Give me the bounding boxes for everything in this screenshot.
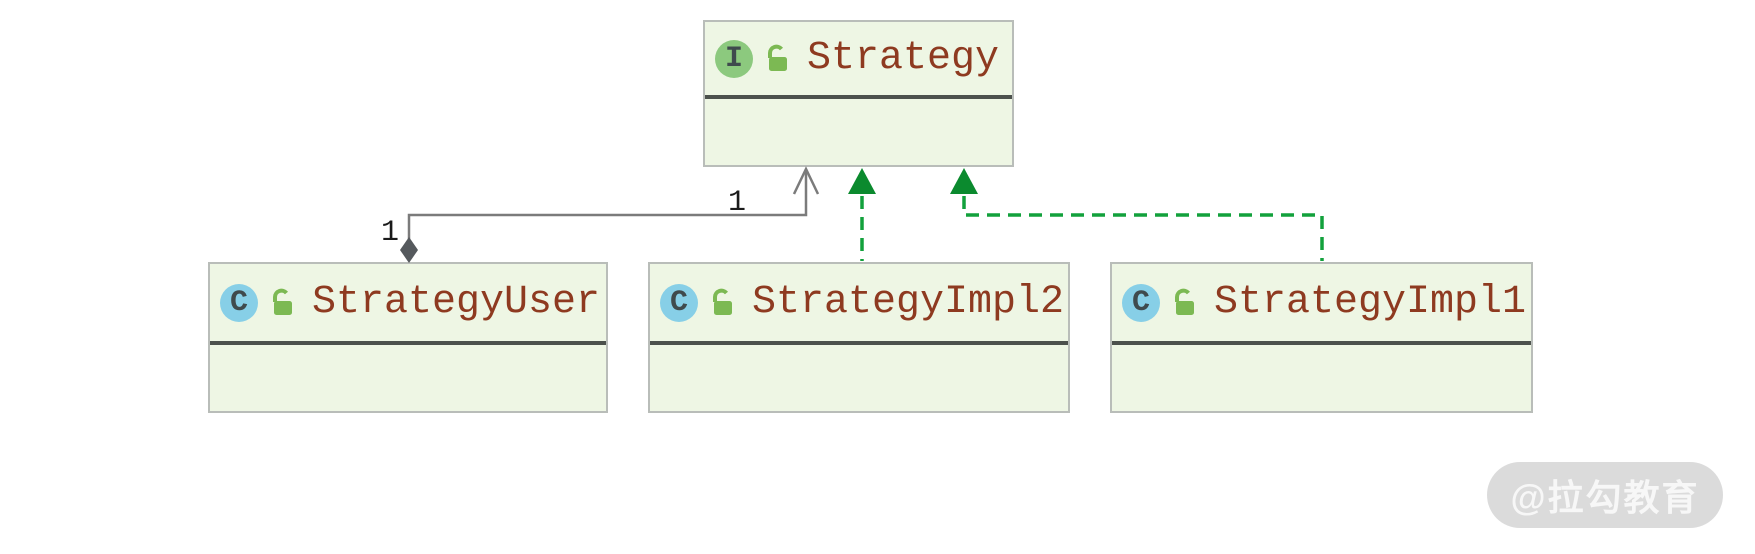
members-compartment — [650, 345, 1068, 411]
multiplicity-label-user-end: 1 — [380, 216, 399, 250]
compartment-divider — [705, 95, 1012, 99]
compartment-divider — [210, 341, 606, 345]
interface-icon-letter: I — [724, 41, 743, 76]
realization-edge-impl2[interactable] — [848, 168, 876, 261]
class-node-strategyimpl1[interactable]: C StrategyImpl1 — [1110, 262, 1533, 413]
realization-edge-impl1[interactable] — [950, 168, 1324, 261]
aggregation-edge[interactable] — [400, 166, 820, 263]
class-icon: C — [220, 283, 258, 322]
realization-arrowhead — [848, 168, 876, 194]
unlock-icon — [1175, 288, 1194, 315]
interface-icon: I — [715, 39, 753, 78]
class-name: StrategyImpl2 — [752, 280, 1065, 325]
multiplicity-label-strategy-end: 1 — [727, 186, 746, 220]
class-name: StrategyUser — [312, 280, 601, 325]
class-icon-letter: C — [1131, 285, 1150, 320]
class-icon-letter: C — [229, 285, 248, 320]
members-compartment — [210, 345, 606, 411]
watermark-text: @拉勾教育 — [1510, 477, 1700, 518]
compartment-divider — [1112, 341, 1531, 345]
class-header: I Strategy — [705, 22, 1012, 95]
class-header: C StrategyUser — [210, 264, 606, 341]
members-compartment — [705, 99, 1012, 165]
class-name: Strategy — [807, 36, 1000, 81]
class-node-strategy[interactable]: I Strategy — [703, 20, 1014, 167]
class-header: C StrategyImpl1 — [1112, 264, 1531, 341]
open-arrowhead — [792, 166, 820, 195]
unlock-icon — [768, 44, 787, 71]
unlock-icon — [273, 288, 292, 315]
compartment-divider — [650, 341, 1068, 345]
watermark: @拉勾教育 — [1487, 462, 1723, 528]
members-compartment — [1112, 345, 1531, 411]
class-icon-letter: C — [669, 285, 688, 320]
class-header: C StrategyImpl2 — [650, 264, 1068, 341]
realization-arrowhead — [950, 168, 978, 194]
class-icon: C — [1122, 283, 1160, 322]
class-name: StrategyImpl1 — [1214, 280, 1527, 325]
class-icon: C — [660, 283, 698, 322]
class-node-strategyimpl2[interactable]: C StrategyImpl2 — [648, 262, 1070, 413]
unlock-icon — [713, 288, 732, 315]
class-node-strategyuser[interactable]: C StrategyUser — [208, 262, 608, 413]
